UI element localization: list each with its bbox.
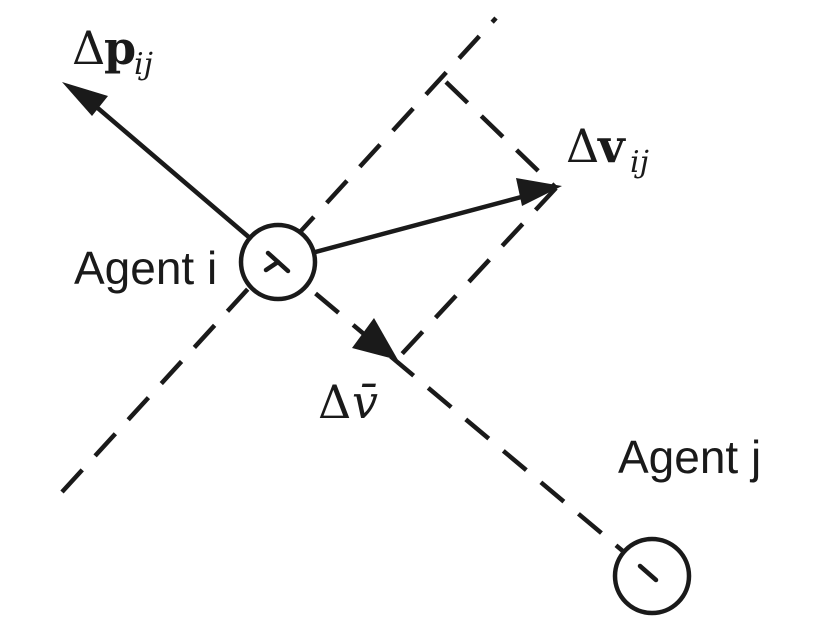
delta-v-ij-label: Δ v ij: [566, 119, 649, 180]
agent-i-label: Agent i: [74, 242, 217, 294]
svg-text:p: p: [104, 21, 136, 75]
svg-text:Δ: Δ: [318, 375, 351, 429]
delta-vbar-label: Δ v̄: [318, 375, 378, 429]
svg-text:Δ: Δ: [566, 119, 599, 173]
svg-text:v: v: [597, 119, 626, 173]
delta-v-arrowhead: [516, 178, 562, 206]
agent-j-center-mark: [637, 563, 659, 583]
svg-text:ij: ij: [134, 47, 153, 82]
projection-dashed-line-lower: [398, 186, 558, 358]
delta-p-arrow-line: [83, 95, 281, 265]
svg-text:v̄: v̄: [352, 375, 378, 429]
projection-dashed-line-upper: [444, 80, 558, 190]
svg-text:Δ: Δ: [72, 21, 105, 75]
agent-j-label: Agent j: [618, 431, 761, 483]
svg-text:ij: ij: [630, 145, 649, 180]
delta-v-arrow-line: [275, 189, 543, 265]
agent-i-center-mark-2: [263, 259, 281, 273]
delta-p-ij-label: Δ p ij: [72, 21, 153, 82]
agent-i-to-j-dashed-line: [276, 260, 657, 580]
delta-vbar-arrowhead: [352, 318, 398, 360]
delta-p-arrowhead: [62, 82, 108, 116]
